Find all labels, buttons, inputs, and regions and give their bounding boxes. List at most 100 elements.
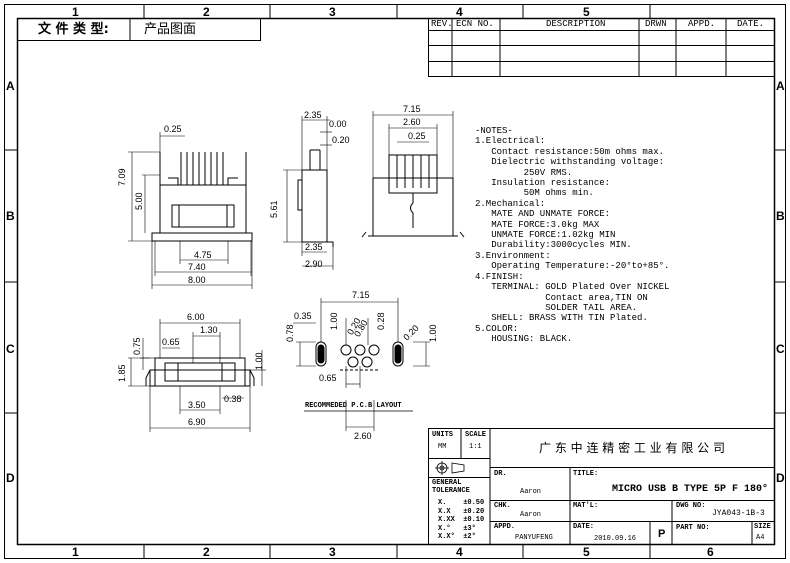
appd-label: APPD. — [494, 523, 516, 531]
dim-front-width-inner: 7.40 — [188, 262, 206, 272]
dim-side-small-a: 0.00 — [329, 119, 347, 129]
note-line: SOLDER TAIL AREA. — [475, 302, 638, 313]
dim-side-top-width: 2.35 — [304, 110, 322, 120]
units-value: MM — [438, 443, 447, 451]
date-value: 2010.09.16 — [594, 535, 637, 543]
dim-bottom-height: 1.85 — [117, 364, 127, 382]
note-line: HOUSING: BLACK. — [475, 334, 573, 345]
dr-label: DR. — [494, 470, 507, 478]
rev-value: P — [658, 528, 666, 540]
dim-side-bottom-b: 2.90 — [305, 259, 323, 269]
company-name: 广 东 中 连 精 密 工 业 有 限 公 司 — [539, 441, 725, 455]
note-line: UNMATE FORCE:1.02kg MIN — [475, 230, 616, 241]
zone-dividers — [4, 4, 786, 559]
zone-col-5-bottom: 5 — [583, 545, 590, 559]
pcb-layout-label: RECOMMEDED P.C.B LAYOUT — [305, 402, 402, 410]
dim-bottom-small-c: 0.38 — [224, 394, 242, 404]
dim-bottom-width-a: 6.00 — [187, 312, 205, 322]
dim-front-top-pin: 0.25 — [164, 124, 182, 134]
size-label: SIZE — [754, 523, 771, 531]
dr-value: Aaron — [520, 488, 542, 496]
zone-row-a-right: A — [776, 79, 785, 93]
bottom-view-dimensions — [128, 319, 266, 432]
zone-col-2-bottom: 2 — [203, 545, 210, 559]
note-line: 4.FINISH: — [475, 271, 524, 282]
side-view — [297, 149, 334, 247]
dim-bottom-pin: 3.50 — [188, 400, 206, 410]
tolerance-line: X.XX ±0.10 — [438, 516, 485, 524]
dim-pcb-bottom: 2.60 — [354, 431, 372, 441]
note-line: Contact area,TIN ON — [475, 292, 648, 303]
title-value: MICRO USB B TYPE 5P F 180° — [612, 484, 769, 495]
dim-bottom-width-b: 1.30 — [200, 325, 218, 335]
note-line: Durability:3000cycles MIN. — [475, 240, 632, 251]
zone-col-1-bottom: 1 — [72, 545, 79, 559]
front-view-dimensions — [128, 132, 253, 289]
title-block-grid — [428, 428, 775, 545]
tolerance-line: X.X ±0.20 — [438, 507, 485, 516]
dim-end-pin-offset: 0.25 — [408, 131, 426, 141]
rev-col-description: DESCRIPTION — [546, 19, 606, 29]
note-line: -NOTES- — [475, 126, 513, 136]
appd-value: PANYUFENG — [515, 534, 553, 542]
dim-front-pin-span: 4.75 — [194, 250, 212, 260]
pcb-layout-pads — [315, 341, 404, 371]
dim-side-small-b: 0.20 — [332, 135, 350, 145]
dim-pcb-c: 0.78 — [285, 324, 295, 342]
doc-type-box — [17, 18, 261, 41]
bottom-view — [145, 357, 255, 387]
dim-front-height-total: 7.09 — [117, 168, 127, 186]
zone-row-c-left: C — [6, 342, 15, 356]
projection-symbol — [435, 461, 465, 475]
front-view — [151, 152, 253, 242]
note-line: 2.Mechanical: — [475, 198, 546, 209]
units-label: UNITS — [432, 431, 454, 439]
end-view-dimensions — [372, 111, 454, 178]
note-line: 5.COLOR: — [475, 323, 519, 334]
revision-table-grid — [428, 18, 775, 77]
zone-col-4-bottom: 4 — [456, 545, 463, 559]
note-line: MATE FORCE:3.0kg MAX — [475, 219, 600, 230]
note-line: SHELL: BRASS WITH TIN Plated. — [475, 313, 648, 324]
rev-col-drwn: DRWN — [645, 19, 667, 29]
dim-bottom-side: 1.00 — [254, 352, 264, 370]
note-line: Operating Temperature:-20°to+85°. — [475, 261, 670, 272]
zone-col-6-bottom: 6 — [707, 545, 714, 559]
dim-bottom-total: 6.90 — [188, 417, 206, 427]
note-line: Dielectric withstanding voltage: — [475, 157, 665, 168]
dwg-no-label: DWG NO: — [676, 502, 706, 510]
side-view-dimensions — [283, 116, 334, 270]
dim-end-width-inner: 2.60 — [403, 117, 421, 127]
dwg-no-value: JYA043-1B-3 — [712, 509, 765, 518]
note-line: 50M ohms min. — [475, 188, 594, 199]
dim-pcb-a: 0.35 — [294, 311, 312, 321]
tolerance-line: X.° ±3° — [438, 524, 476, 533]
dim-pcb-width: 7.15 — [352, 290, 370, 300]
matl-label: MAT'L: — [573, 502, 599, 510]
scale-label: SCALE — [465, 431, 487, 439]
notes-block: -NOTES-1.Electrical: Contact resistance:… — [475, 126, 669, 345]
zone-row-d-right: D — [776, 471, 785, 485]
note-line: 1.Electrical: — [475, 136, 546, 147]
zone-row-b-right: B — [776, 209, 785, 223]
dim-side-height: 5.61 — [269, 200, 279, 218]
rev-col-date: DATE. — [737, 19, 765, 29]
part-no-label: PART NO: — [676, 524, 710, 532]
dim-bottom-small-b: 0.75 — [132, 337, 142, 355]
zone-row-c-right: C — [776, 342, 785, 356]
zone-col-3-top: 3 — [329, 5, 336, 19]
tolerance-line: X.X° ±2° — [438, 533, 476, 541]
tolerance-line: X. ±0.50 — [438, 499, 485, 507]
note-line: MATE AND UNMATE FORCE: — [475, 209, 611, 220]
note-line: Contact resistance:50m ohms max. — [475, 146, 665, 157]
dim-pcb-e: 0.28 — [376, 312, 386, 330]
zone-col-5-top: 5 — [583, 5, 590, 19]
rev-col-rev: REV. — [431, 19, 453, 29]
date-label: DATE: — [573, 523, 595, 531]
dim-end-width-total: 7.15 — [403, 104, 421, 114]
dim-pcb-b: 1.00 — [329, 312, 339, 330]
zone-row-a-left: A — [6, 79, 15, 93]
